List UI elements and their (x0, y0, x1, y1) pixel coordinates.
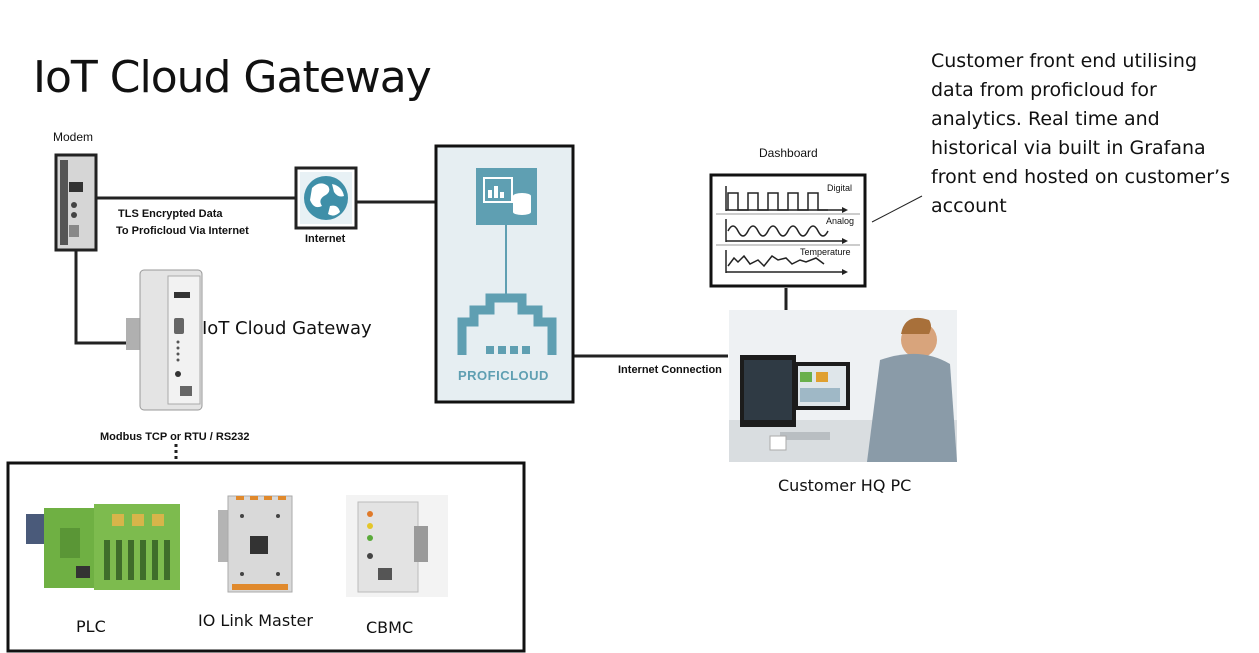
cbmc-label: CBMC (366, 618, 414, 637)
internet-connection-label: Internet Connection (618, 364, 722, 376)
cbmc-device (346, 495, 448, 597)
description-line: Customer front end utilising (931, 50, 1198, 72)
trace-label-analog: Analog (826, 216, 855, 226)
description-line: account (931, 195, 1007, 217)
gateway-label: IoT Cloud Gateway (202, 318, 372, 339)
modem-to-gateway-line (74, 250, 126, 345)
plc-label: PLC (76, 617, 106, 636)
customer-pc-label: Customer HQ PC (778, 476, 912, 495)
connector-lines (74, 195, 923, 462)
tls-label-line1: TLS Encrypted Data (118, 208, 223, 220)
dashboard-panel (709, 173, 867, 288)
internet-globe-device (294, 166, 358, 230)
dashboard-label: Dashboard (759, 146, 818, 160)
page-title: IoT Cloud Gateway (33, 52, 432, 103)
io-link-master-device (218, 495, 293, 593)
description-line: historical via built in Grafana (931, 137, 1206, 159)
modbus-label: Modbus TCP or RTU / RS232 (100, 431, 250, 443)
gateway-device (126, 269, 203, 411)
modem-label: Modem (53, 130, 94, 144)
description-line: analytics. Real time and (931, 108, 1160, 130)
modem-device (54, 153, 98, 252)
proficloud-box (434, 144, 575, 404)
internet-label: Internet (305, 233, 346, 245)
description-line: data from proficloud for (931, 79, 1157, 101)
plc-device (26, 504, 180, 590)
trace-label-digital: Digital (827, 183, 853, 193)
proficloud-label: PROFICLOUD (458, 368, 549, 383)
tls-label-line2: To Proficloud Via Internet (116, 225, 249, 237)
customer-pc-photo (729, 310, 957, 462)
description-line: front end hosted on customer’s (931, 166, 1230, 188)
io-link-label: IO Link Master (198, 611, 313, 630)
callout-line (871, 195, 923, 223)
trace-label-temperature: Temperature (800, 247, 851, 257)
description-callout: Customer front end utilising data from p… (931, 47, 1251, 221)
